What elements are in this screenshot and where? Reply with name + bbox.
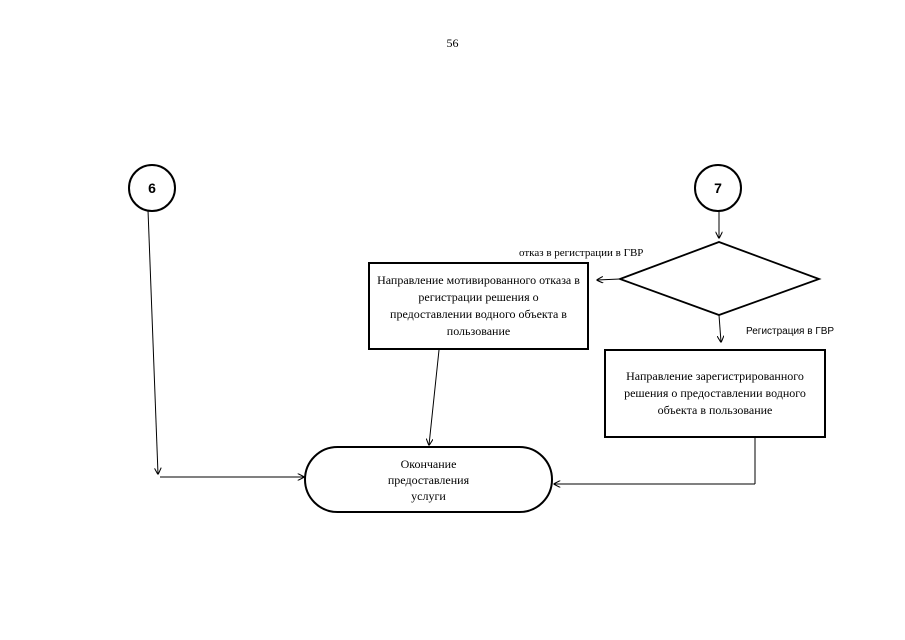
connector-7: 7 <box>694 164 742 212</box>
terminal-end: Окончание предоставления услуги <box>304 446 553 513</box>
connector-6: 6 <box>128 164 176 212</box>
line-6-down <box>147 209 158 474</box>
registered-box: Направление зарегистрированного решения … <box>604 349 826 438</box>
line-refusal-to-terminal <box>429 349 440 445</box>
line-refusal-branch <box>597 279 621 280</box>
line-registered-branch <box>719 314 721 342</box>
decision-diamond <box>617 241 822 316</box>
refusal-box: Направление мотивированного отказа в рег… <box>368 262 589 350</box>
page-number: 56 <box>446 36 459 50</box>
label-refusal: отказ в регистрации в ГВР <box>519 247 644 259</box>
label-registered: Регистрация в ГВР <box>746 326 835 337</box>
